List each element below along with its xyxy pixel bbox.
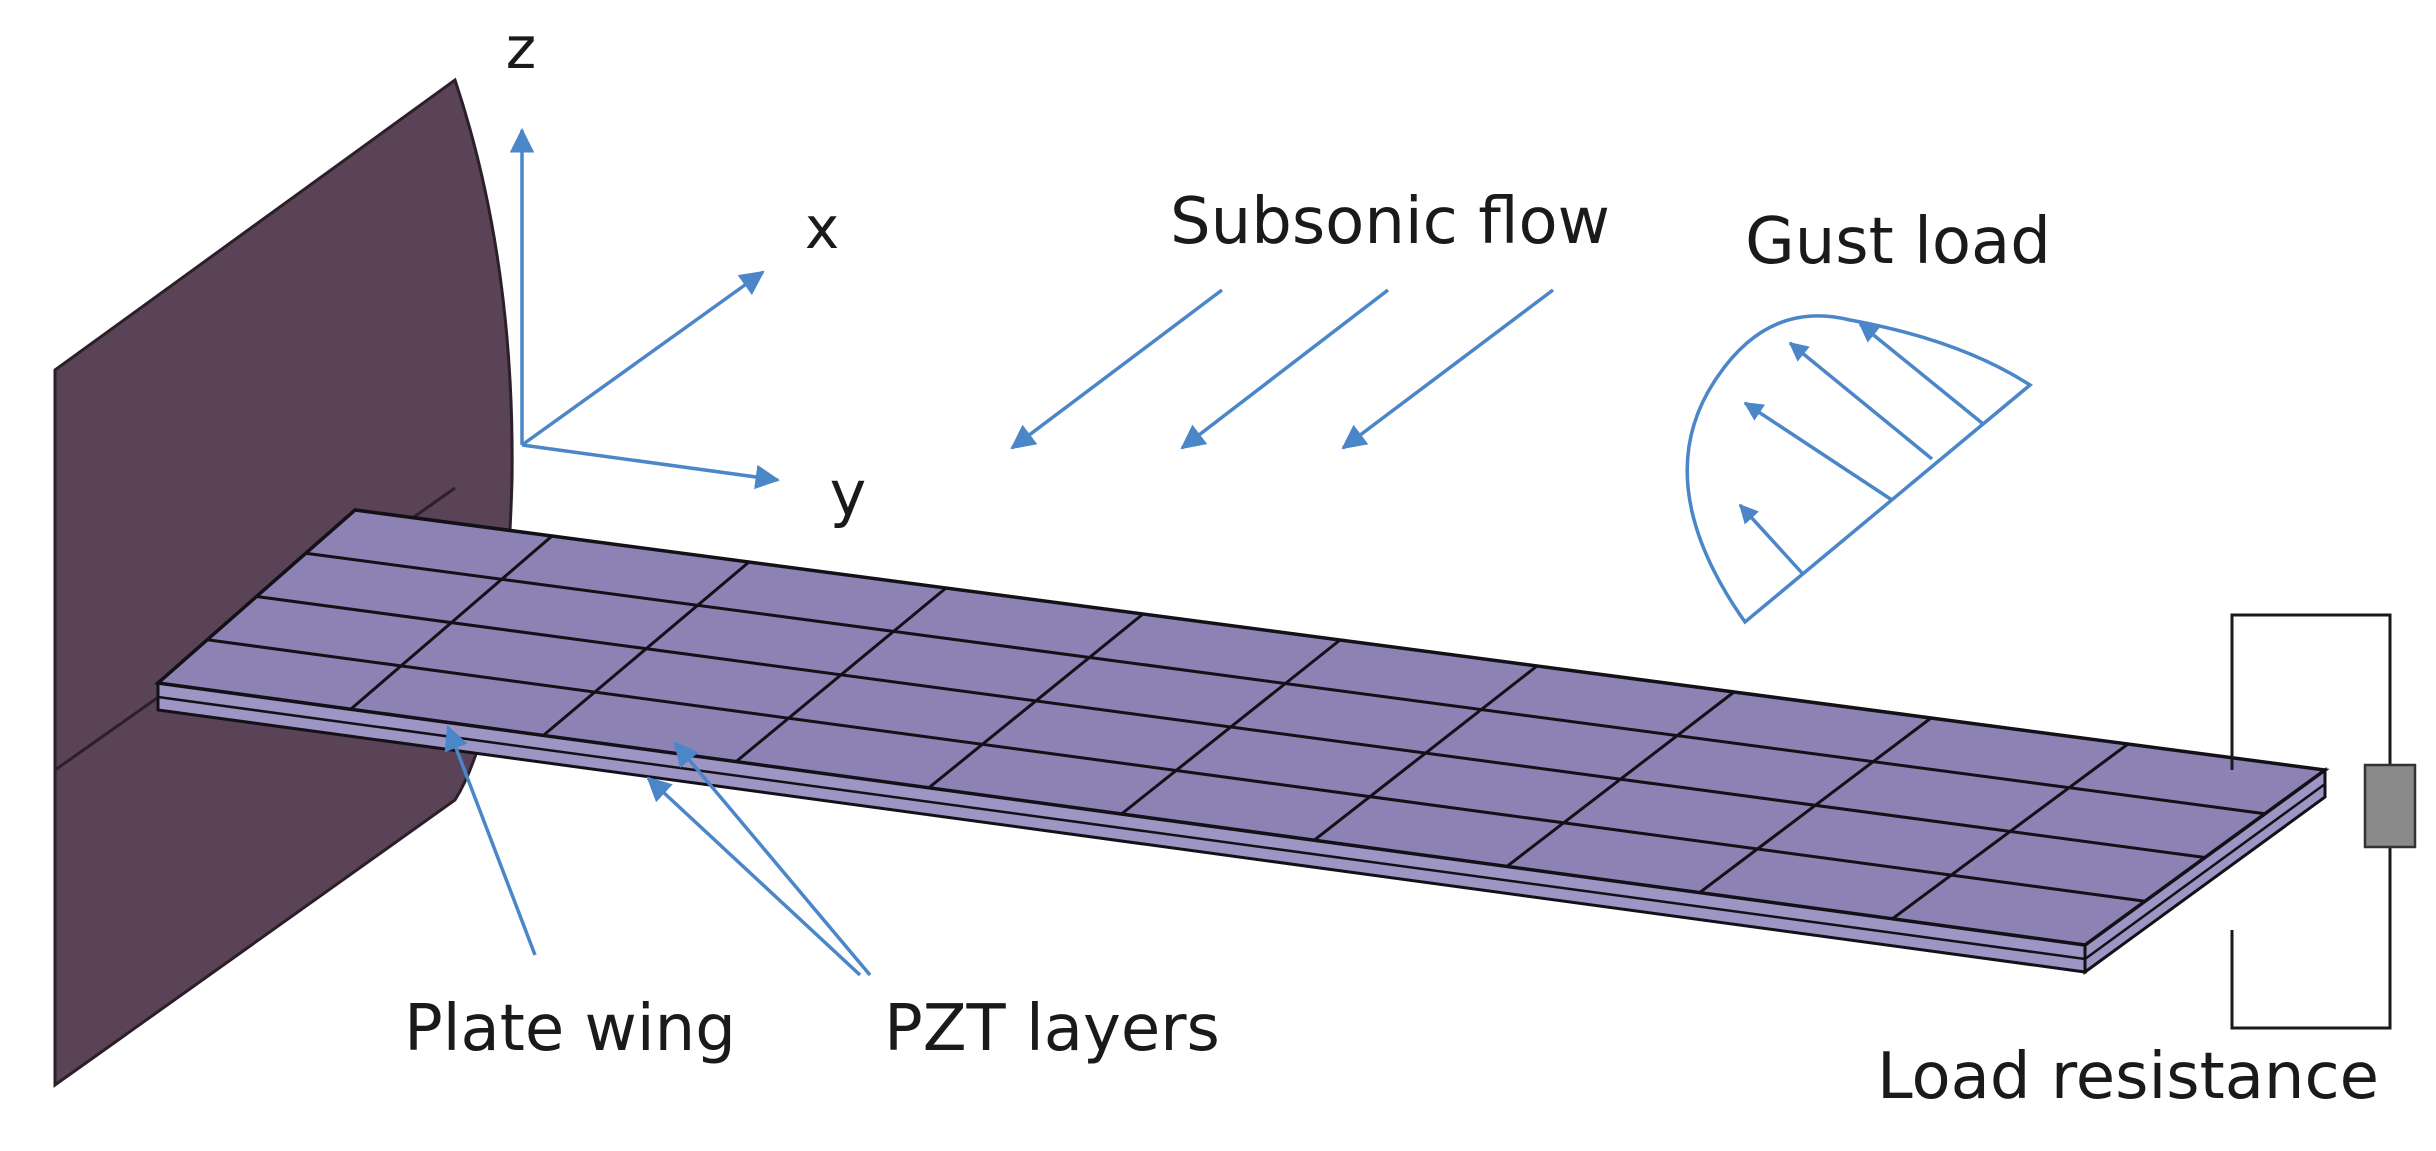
- plate-wing: [153, 508, 2330, 975]
- pzt-bottom-layer-line: [157, 695, 2086, 961]
- pzt-grid-column-line: [349, 534, 553, 711]
- pzt-patch-grid: [207, 534, 2266, 921]
- pzt-grid-column-line: [927, 612, 1144, 789]
- plate-wing-pointer: [444, 725, 537, 956]
- flow-arrows-icon: [1010, 288, 1555, 450]
- pzt-grid-column-line: [1698, 716, 1932, 894]
- load-resistance-label: Load resistance: [1877, 1040, 2379, 1114]
- plate-wing-label: Plate wing: [404, 992, 736, 1066]
- coordinate-axes-icon: [509, 127, 781, 490]
- pzt-grid-column-line: [1313, 664, 1538, 842]
- pzt-grid-column-line: [1891, 742, 2129, 921]
- pzt-grid-column-line: [1505, 690, 1735, 868]
- pzt-pointer-lower: [646, 776, 862, 977]
- axis-z-label: z: [506, 14, 536, 82]
- pzt-grid-column-line: [1120, 638, 1341, 816]
- pzt-layers-label: PZT layers: [884, 992, 1220, 1066]
- pzt-pointer-upper: [673, 741, 872, 977]
- pzt-tip-layer-line: [2084, 782, 2326, 961]
- pzt-grid-column-line: [542, 560, 750, 737]
- pzt-grid-column-line: [735, 586, 947, 763]
- pointer-arrows: [444, 725, 872, 977]
- gust-load-label: Gust load: [1745, 205, 2051, 279]
- axis-x-label: x: [805, 194, 839, 262]
- subsonic-flow-label: Subsonic flow: [1170, 185, 1610, 259]
- gust-profile-icon: [1685, 314, 2033, 625]
- resistor-icon: [2363, 763, 2417, 849]
- load-circuit: [2230, 613, 2417, 1030]
- axis-y-label: y: [830, 457, 867, 530]
